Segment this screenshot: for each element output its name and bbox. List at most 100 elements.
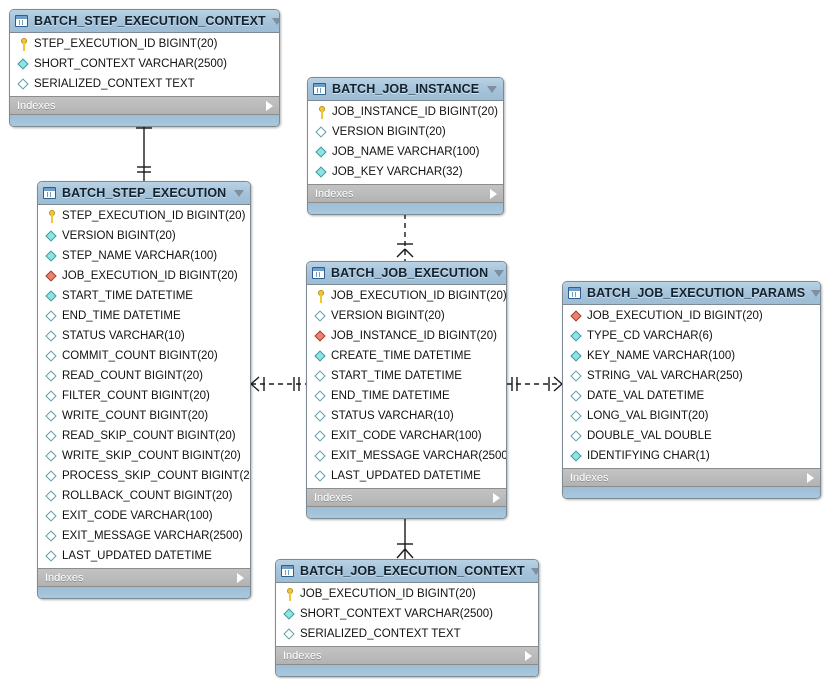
column-label: TYPE_CD VARCHAR(6) bbox=[587, 329, 713, 342]
column-row[interactable]: READ_COUNT BIGINT(20) bbox=[38, 366, 250, 386]
column-row[interactable]: JOB_KEY VARCHAR(32) bbox=[308, 162, 503, 182]
column-row[interactable]: JOB_EXECUTION_ID BIGINT(20) bbox=[307, 286, 506, 306]
indexes-section[interactable]: Indexes bbox=[308, 184, 503, 202]
column-row[interactable]: WRITE_SKIP_COUNT BIGINT(20) bbox=[38, 446, 250, 466]
chevron-down-icon[interactable] bbox=[487, 85, 497, 93]
column-label: EXIT_CODE VARCHAR(100) bbox=[331, 429, 482, 442]
entity-header[interactable]: BATCH_STEP_EXECUTION_CONTEXT bbox=[10, 10, 279, 33]
column-row[interactable]: JOB_NAME VARCHAR(100) bbox=[308, 142, 503, 162]
column-row[interactable]: SHORT_CONTEXT VARCHAR(2500) bbox=[276, 604, 538, 624]
column-row[interactable]: FILTER_COUNT BIGINT(20) bbox=[38, 386, 250, 406]
column-row[interactable]: LAST_UPDATED DATETIME bbox=[307, 466, 506, 486]
hollow-diamond-icon bbox=[314, 369, 327, 383]
column-row[interactable]: DOUBLE_VAL DOUBLE bbox=[563, 426, 820, 446]
column-row[interactable]: START_TIME DATETIME bbox=[307, 366, 506, 386]
table-icon bbox=[15, 15, 28, 27]
red-diamond-icon bbox=[570, 309, 583, 323]
hollow-diamond-icon bbox=[283, 627, 296, 641]
indexes-section[interactable]: Indexes bbox=[563, 468, 820, 486]
entity-title: BATCH_STEP_EXECUTION_CONTEXT bbox=[34, 14, 266, 28]
triangle-right-icon[interactable] bbox=[266, 100, 273, 111]
column-row[interactable]: VERSION BIGINT(20) bbox=[38, 226, 250, 246]
column-row[interactable]: STATUS VARCHAR(10) bbox=[307, 406, 506, 426]
column-row[interactable]: JOB_EXECUTION_ID BIGINT(20) bbox=[563, 306, 820, 326]
column-row[interactable]: LAST_UPDATED DATETIME bbox=[38, 546, 250, 566]
indexes-label: Indexes bbox=[314, 491, 353, 504]
column-row[interactable]: ROLLBACK_COUNT BIGINT(20) bbox=[38, 486, 250, 506]
entity-batch-job-instance[interactable]: BATCH_JOB_INSTANCE JOB_INSTANCE_ID BIGINT… bbox=[307, 77, 504, 215]
indexes-section[interactable]: Indexes bbox=[10, 96, 279, 114]
triangle-right-icon[interactable] bbox=[493, 492, 500, 503]
column-row[interactable]: WRITE_COUNT BIGINT(20) bbox=[38, 406, 250, 426]
entity-batch-step-execution-context[interactable]: BATCH_STEP_EXECUTION_CONTEXT STEP_EXECUTI… bbox=[9, 9, 280, 127]
entity-footer bbox=[276, 664, 538, 676]
entity-header[interactable]: BATCH_STEP_EXECUTION bbox=[38, 182, 250, 205]
entity-header[interactable]: BATCH_JOB_INSTANCE bbox=[308, 78, 503, 101]
chevron-down-icon[interactable] bbox=[811, 289, 820, 297]
chevron-down-icon[interactable] bbox=[494, 269, 505, 277]
indexes-section[interactable]: Indexes bbox=[276, 646, 538, 664]
entity-title: BATCH_JOB_INSTANCE bbox=[332, 82, 480, 96]
column-row[interactable]: EXIT_MESSAGE VARCHAR(2500) bbox=[38, 526, 250, 546]
column-row[interactable]: STEP_NAME VARCHAR(100) bbox=[38, 246, 250, 266]
entity-header[interactable]: BATCH_JOB_EXECUTION_CONTEXT bbox=[276, 560, 538, 583]
column-label: SERIALIZED_CONTEXT TEXT bbox=[300, 627, 461, 640]
column-row[interactable]: VERSION BIGINT(20) bbox=[308, 122, 503, 142]
entity-title: BATCH_JOB_EXECUTION_PARAMS bbox=[587, 286, 806, 300]
column-list: JOB_EXECUTION_ID BIGINT(20) TYPE_CD VARCH… bbox=[563, 305, 820, 468]
column-row[interactable]: PROCESS_SKIP_COUNT BIGINT(20) bbox=[38, 466, 250, 486]
column-row[interactable]: JOB_EXECUTION_ID BIGINT(20) bbox=[38, 266, 250, 286]
column-row[interactable]: EXIT_CODE VARCHAR(100) bbox=[307, 426, 506, 446]
column-row[interactable]: SERIALIZED_CONTEXT TEXT bbox=[276, 624, 538, 644]
column-row[interactable]: KEY_NAME VARCHAR(100) bbox=[563, 346, 820, 366]
column-row[interactable]: SHORT_CONTEXT VARCHAR(2500) bbox=[10, 54, 279, 74]
chevron-down-icon[interactable] bbox=[271, 17, 279, 25]
column-label: VERSION BIGINT(20) bbox=[332, 125, 446, 138]
column-row[interactable]: EXIT_CODE VARCHAR(100) bbox=[38, 506, 250, 526]
hollow-diamond-icon bbox=[45, 409, 58, 423]
column-row[interactable]: IDENTIFYING CHAR(1) bbox=[563, 446, 820, 466]
chevron-down-icon[interactable] bbox=[530, 567, 538, 575]
column-row[interactable]: LONG_VAL BIGINT(20) bbox=[563, 406, 820, 426]
column-label: SHORT_CONTEXT VARCHAR(2500) bbox=[300, 607, 493, 620]
column-label: LAST_UPDATED DATETIME bbox=[62, 549, 212, 562]
column-row[interactable]: STEP_EXECUTION_ID BIGINT(20) bbox=[10, 34, 279, 54]
triangle-right-icon[interactable] bbox=[807, 472, 814, 483]
triangle-right-icon[interactable] bbox=[237, 572, 244, 583]
entity-header[interactable]: BATCH_JOB_EXECUTION_PARAMS bbox=[563, 282, 820, 305]
entity-batch-job-execution-params[interactable]: BATCH_JOB_EXECUTION_PARAMS JOB_EXECUTION_… bbox=[562, 281, 821, 499]
column-row[interactable]: CREATE_TIME DATETIME bbox=[307, 346, 506, 366]
key-icon bbox=[283, 587, 296, 601]
column-row[interactable]: STATUS VARCHAR(10) bbox=[38, 326, 250, 346]
column-row[interactable]: JOB_INSTANCE_ID BIGINT(20) bbox=[308, 102, 503, 122]
triangle-right-icon[interactable] bbox=[525, 650, 532, 661]
column-row[interactable]: JOB_EXECUTION_ID BIGINT(20) bbox=[276, 584, 538, 604]
column-row[interactable]: JOB_INSTANCE_ID BIGINT(20) bbox=[307, 326, 506, 346]
entity-header[interactable]: BATCH_JOB_EXECUTION bbox=[307, 262, 506, 285]
chevron-down-icon[interactable] bbox=[234, 189, 244, 197]
column-row[interactable]: TYPE_CD VARCHAR(6) bbox=[563, 326, 820, 346]
column-row[interactable]: SERIALIZED_CONTEXT TEXT bbox=[10, 74, 279, 94]
column-row[interactable]: END_TIME DATETIME bbox=[307, 386, 506, 406]
column-row[interactable]: STRING_VAL VARCHAR(250) bbox=[563, 366, 820, 386]
column-row[interactable]: END_TIME DATETIME bbox=[38, 306, 250, 326]
indexes-section[interactable]: Indexes bbox=[307, 488, 506, 506]
column-row[interactable]: DATE_VAL DATETIME bbox=[563, 386, 820, 406]
column-row[interactable]: EXIT_MESSAGE VARCHAR(2500) bbox=[307, 446, 506, 466]
column-row[interactable]: VERSION BIGINT(20) bbox=[307, 306, 506, 326]
column-row[interactable]: READ_SKIP_COUNT BIGINT(20) bbox=[38, 426, 250, 446]
hollow-diamond-icon bbox=[45, 529, 58, 543]
column-row[interactable]: COMMIT_COUNT BIGINT(20) bbox=[38, 346, 250, 366]
filled-diamond-icon bbox=[45, 289, 58, 303]
column-row[interactable]: STEP_EXECUTION_ID BIGINT(20) bbox=[38, 206, 250, 226]
triangle-right-icon[interactable] bbox=[490, 188, 497, 199]
hollow-diamond-icon bbox=[45, 349, 58, 363]
table-icon bbox=[313, 83, 326, 95]
hollow-diamond-icon bbox=[314, 389, 327, 403]
indexes-section[interactable]: Indexes bbox=[38, 568, 250, 586]
column-row[interactable]: START_TIME DATETIME bbox=[38, 286, 250, 306]
indexes-label: Indexes bbox=[45, 571, 84, 584]
